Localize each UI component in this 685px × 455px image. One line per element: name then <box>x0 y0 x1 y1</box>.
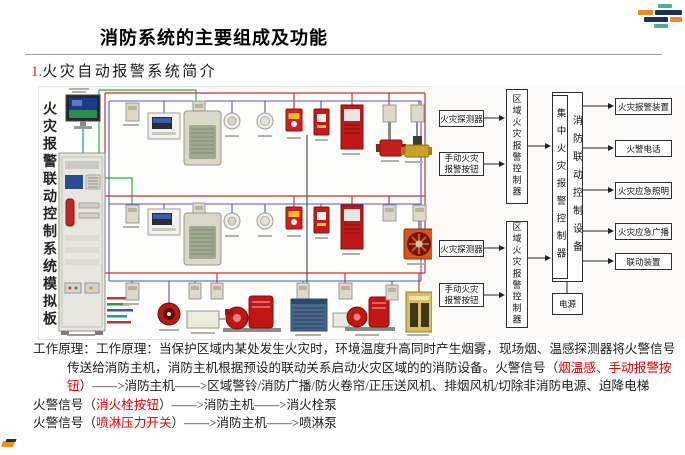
fc-regional-controller-bottom: 区域火灾报警控制器 <box>506 221 528 328</box>
working-principle-text: 工作原理：工作原理：当保护区域内某处发生火灾时，环境温度升高同时产生烟雾，现场烟… <box>33 340 683 433</box>
io-module <box>385 284 399 301</box>
wire-blue <box>108 100 422 303</box>
alarm-bell <box>157 302 181 326</box>
hydrant-signal-line: 火警信号（消火栓按钮）——>消防主机——>消火栓泵 <box>33 396 683 415</box>
page-title: 消防系统的主要组成及功能 <box>100 28 328 48</box>
hydrant-button <box>313 108 330 136</box>
p2-red: 消火栓按钮 <box>95 397 159 412</box>
fc-manual-button-bottom: 手动火灾报警按钮 <box>439 283 484 307</box>
logo-bar-teal-bottom <box>654 24 668 28</box>
heat-detector <box>256 112 274 130</box>
pump-control-box <box>332 312 350 328</box>
system-flowchart: 火灾探测器 手动火灾报警按钮 区域火灾报警控制器 火灾探测器 手动火灾报警按钮 … <box>432 86 685 338</box>
logo-bar-navy-long <box>655 10 682 15</box>
floor-display-panel <box>147 112 181 140</box>
fc-linkage-equipment-label: 消防联动控制设备 <box>570 115 582 259</box>
io-module <box>412 204 427 222</box>
roller-shutter <box>290 298 328 332</box>
fc-output-fire-telephone: 火警电话 <box>615 140 672 157</box>
wire-green <box>98 89 197 205</box>
principle-paragraph: 工作原理：工作原理：当保护区域内某处发生火灾时，环境温度升高同时产生烟雾，现场烟… <box>33 340 683 396</box>
io-module <box>210 282 224 300</box>
title-divider <box>25 54 662 55</box>
alarm-cabinet <box>340 104 364 150</box>
solenoid-valve <box>401 104 432 158</box>
p3-black1: 火警信号（ <box>33 416 96 430</box>
io-module <box>296 282 310 300</box>
pump-control-box <box>186 310 225 329</box>
exhaust-fan <box>403 221 433 260</box>
fc-output-emergency-broadcast: 火灾应急广播 <box>615 223 672 240</box>
section-number: 1. <box>31 64 43 80</box>
broadcast-speaker <box>183 212 222 266</box>
fc-output-emergency-lighting: 火灾应急照明 <box>615 182 672 199</box>
device-labels <box>123 124 429 336</box>
io-module <box>338 282 353 300</box>
p1-black1: 工作原理：工作原理：当保护区域内某处发生火灾时，环境温度升高同时产生烟雾，现场烟… <box>33 342 676 375</box>
io-module <box>125 102 140 122</box>
io-module <box>188 282 202 300</box>
diagram-graphic <box>58 88 433 336</box>
broadcast-speaker <box>183 110 222 166</box>
logo-bar-orange-left <box>638 10 653 15</box>
fc-output-linkage-device: 联动装置 <box>615 253 672 270</box>
p1-red: 烟温感、手动报警按钮 <box>67 360 672 394</box>
io-module <box>125 204 140 224</box>
fc-fire-detector-bottom: 火灾探测器 <box>439 240 484 257</box>
control-cabinet <box>58 152 106 336</box>
alarm-cabinet <box>340 204 364 250</box>
floor-display-panel <box>147 208 181 236</box>
section-heading: 1.火灾自动报警系统简介 <box>31 60 217 81</box>
fc-fire-detector-top: 火灾探测器 <box>439 110 484 127</box>
page-corner-mark <box>1 439 17 447</box>
monitor-icon <box>65 88 101 129</box>
fc-central-alarm-label: 集中火灾报警控制器 <box>551 95 568 279</box>
io-module <box>382 204 397 222</box>
p2-black2: ）——>消防主机——>消火栓泵 <box>158 397 337 412</box>
board-label: 火灾报警联动控制系统模拟板 <box>42 101 58 329</box>
smoke-detector <box>223 112 241 130</box>
sprinkler-signal-line: 火警信号（喷淋压力开关）——>消防主机——>喷淋泵 <box>33 414 683 433</box>
p1-black2: ）——>消防主机——>区域警铃/消防广播/防火卷帘/正压送风机、排烟风机/切除非… <box>79 379 650 393</box>
p3-red: 喷淋压力开关 <box>95 416 172 430</box>
logo-bar-teal-top <box>658 4 672 8</box>
diagram-legend <box>107 297 133 324</box>
fc-manual-button-top: 手动火灾报警按钮 <box>439 152 484 176</box>
fc-output-alarm-device: 火灾报警装置 <box>615 98 672 115</box>
fire-pump <box>223 295 281 332</box>
fc-regional-controller-top: 区域火灾报警控制器 <box>506 89 528 204</box>
fc-central-controller: 集中火灾报警控制器 消防联动控制设备 <box>551 92 583 282</box>
hydrant-button <box>313 206 330 234</box>
smoke-detector <box>223 212 241 230</box>
manual-call-point <box>285 206 303 230</box>
logo-bar-navy-short <box>644 17 668 22</box>
elevator <box>405 291 433 333</box>
system-simulation-diagram: 火灾报警联动控制系统模拟板 <box>38 86 434 340</box>
fire-pump <box>345 296 395 331</box>
corner-mark-navy <box>5 439 17 442</box>
fc-power-supply: 电源 <box>552 293 583 315</box>
section-title: 火灾自动报警系统简介 <box>42 64 218 80</box>
p3-black2: ）——>消防主机——>喷淋泵 <box>171 416 337 430</box>
p2-black1: 火警信号（ <box>33 397 96 412</box>
io-module <box>125 282 140 301</box>
manual-call-point <box>285 108 303 132</box>
logo-bar-orange-right <box>670 17 682 22</box>
heat-detector <box>256 212 274 230</box>
flowchart-connectors <box>484 103 614 298</box>
brand-logo <box>636 4 684 32</box>
